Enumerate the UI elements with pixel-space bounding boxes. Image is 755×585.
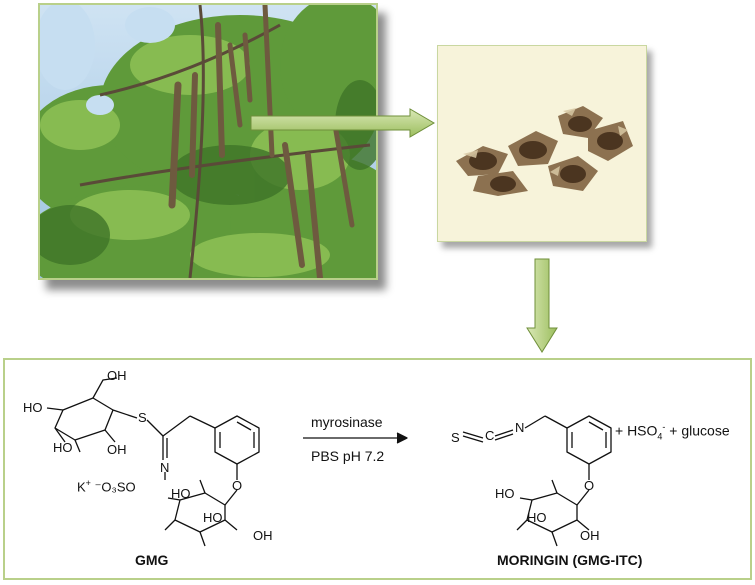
gmg-oxygen: O	[232, 478, 243, 493]
enzyme-label: myrosinase	[311, 414, 383, 430]
gmg-ho-left: HO	[23, 400, 43, 415]
gmg-benzene	[214, 415, 260, 465]
reaction-structures	[46, 377, 612, 547]
tree-illustration	[40, 5, 376, 278]
product-rham-oh: OH	[580, 528, 600, 543]
seeds-illustration	[438, 46, 646, 241]
reactant-name: GMG	[135, 552, 169, 568]
product-carbon: C	[485, 428, 495, 443]
gmg-counterion: K+ ⁻O₃SO	[77, 478, 136, 495]
product-benzene	[566, 415, 612, 465]
product-rham-ho-1: HO	[495, 486, 515, 501]
gmg-rham-ho-2: HO	[203, 510, 223, 525]
moringa-seeds-photo	[437, 45, 647, 242]
ch2oh-bond	[92, 377, 118, 399]
gmg-sulfur: S	[138, 410, 147, 425]
product-sulfur: S	[451, 430, 460, 445]
byproducts-label: + HSO4- + glucose	[615, 422, 730, 442]
product-oxygen: O	[584, 478, 595, 493]
gmg-oh-bottom: OH	[107, 442, 127, 457]
buffer-label: PBS pH 7.2	[311, 448, 385, 464]
arrow-right	[250, 108, 435, 138]
gmg-rham-ho-1: HO	[171, 486, 191, 501]
gmg-oh-top: OH	[107, 368, 127, 383]
oh-bond-3	[74, 439, 81, 453]
gmg-rham-oh: OH	[253, 528, 273, 543]
oh-bond-1	[46, 407, 64, 411]
product-name: MORINGIN (GMG-ITC)	[497, 552, 643, 568]
oh-bond-4	[104, 429, 116, 443]
moringa-tree-photo	[38, 3, 378, 280]
oh-bond-2	[54, 427, 66, 443]
product-rham-ho-2: HO	[527, 510, 547, 525]
product-nitrogen: N	[515, 420, 525, 435]
reaction-scheme-panel: OH HO HO OH S N O K+ ⁻O₃SO HO HO OH GMG …	[3, 358, 752, 580]
gmg-nitrogen: N	[160, 460, 170, 475]
glucose-ring	[54, 397, 114, 441]
arrow-down	[526, 258, 558, 353]
gmg-ho-bottom: HO	[53, 440, 73, 455]
